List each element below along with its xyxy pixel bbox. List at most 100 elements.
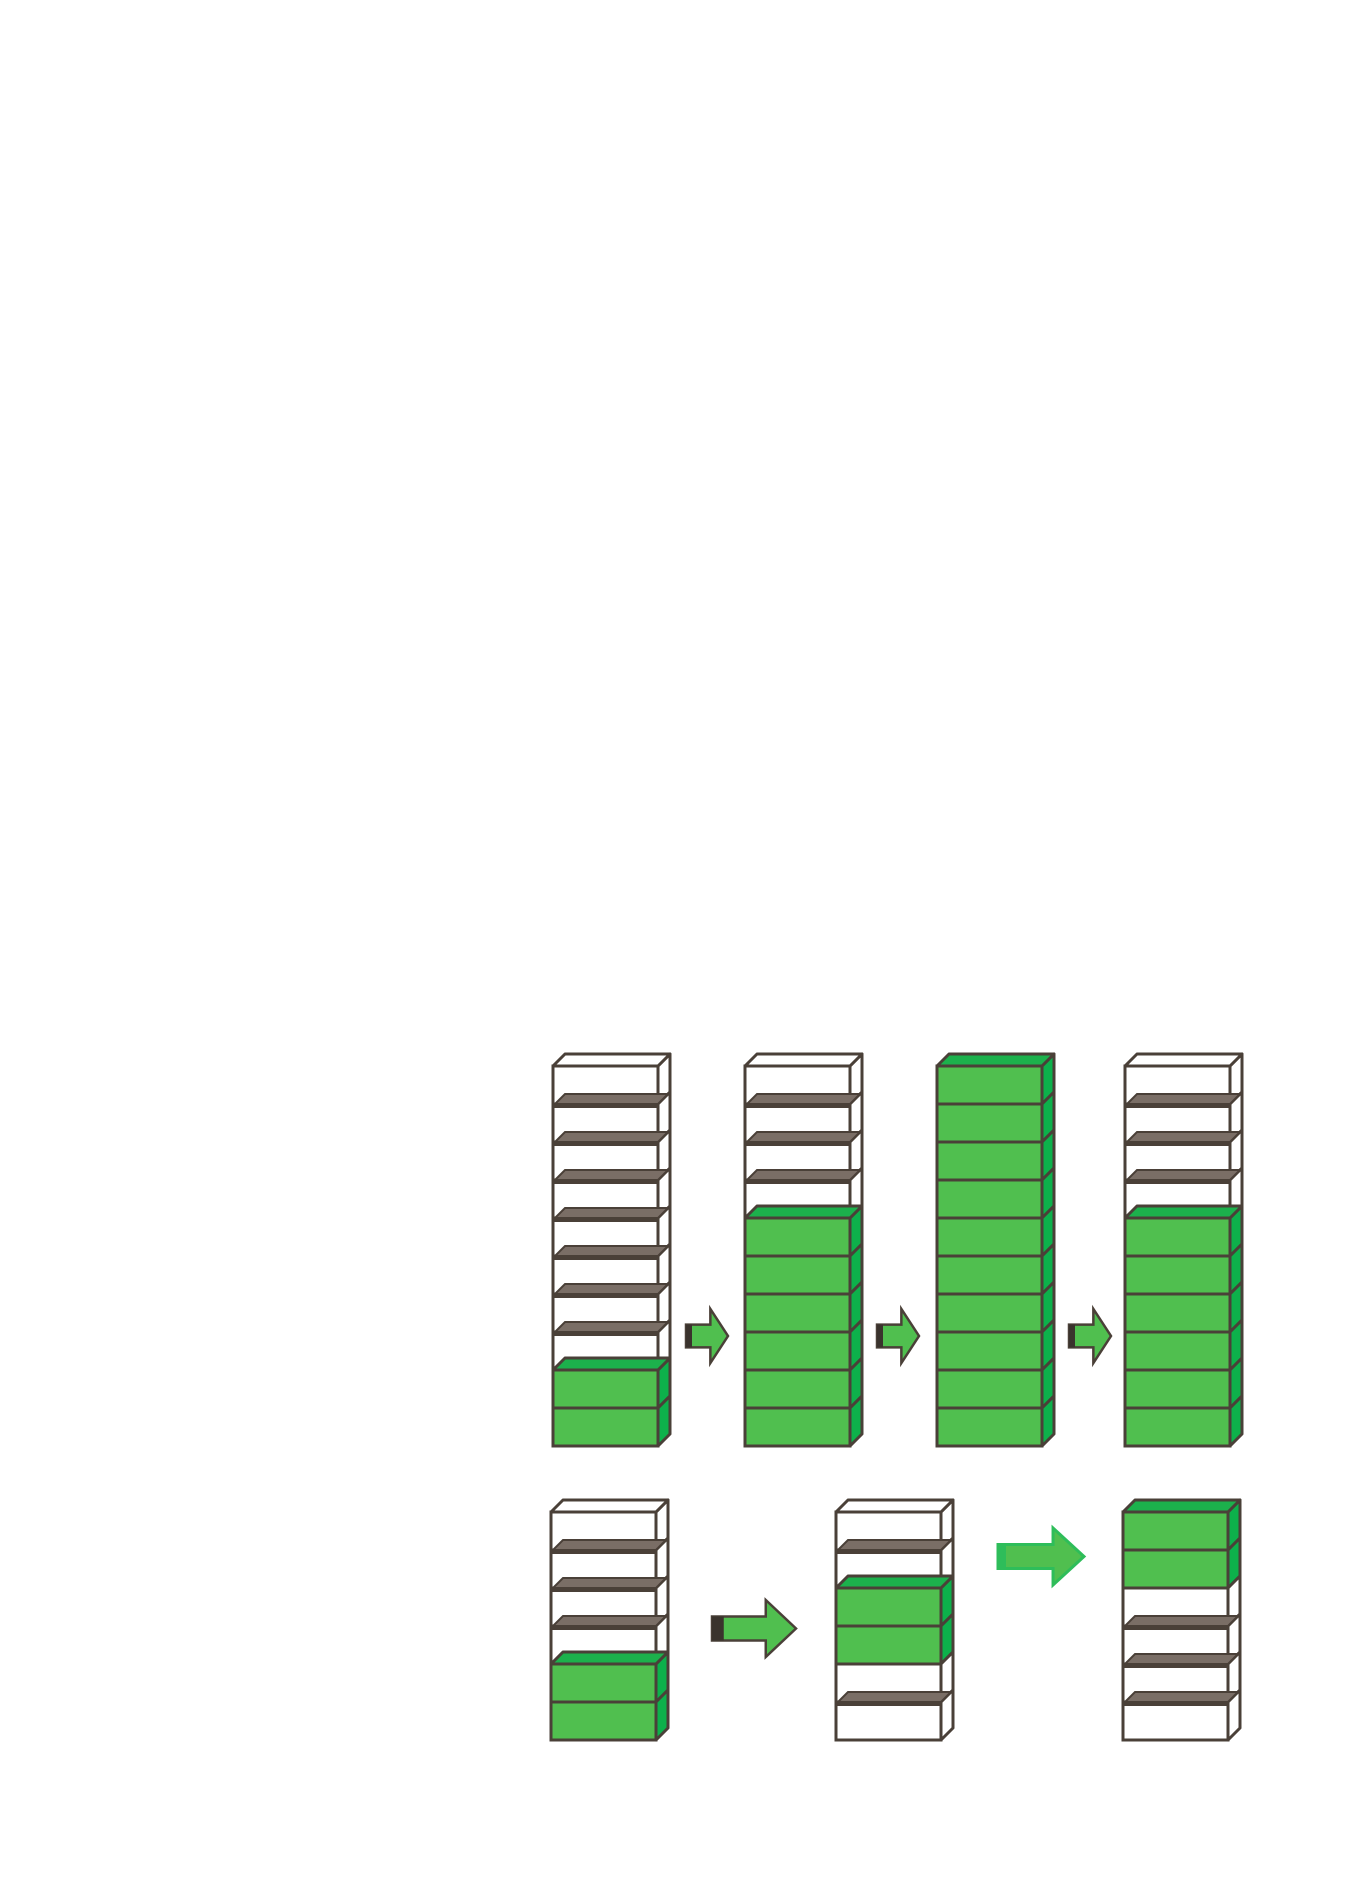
shelf (1124, 1093, 1243, 1105)
shelf-edge (746, 1179, 850, 1184)
top-row-stack-4 (1123, 1052, 1244, 1448)
shelf (744, 1169, 863, 1181)
bottom-row-arrow-right-icon-2 (996, 1524, 1087, 1589)
top-row-stack-3 (935, 1052, 1056, 1448)
arrow-body (710, 1597, 798, 1660)
filled-cell (935, 1368, 1044, 1410)
top-row-stack-2 (743, 1052, 864, 1448)
shelf-edge (1124, 1625, 1228, 1630)
stack-top-face (834, 1498, 955, 1514)
filled-cell (935, 1292, 1044, 1334)
shelf-edge (554, 1103, 658, 1108)
filled-cell (743, 1216, 852, 1258)
top-row-arrow-right-icon-1 (684, 1304, 730, 1368)
top-row-arrow-right-icon-2 (875, 1304, 921, 1368)
arrow-tail (686, 1324, 692, 1348)
filled-cell (551, 1368, 660, 1410)
fill-top-face (549, 1650, 670, 1666)
stack-top-face (935, 1052, 1056, 1068)
shelf (1124, 1131, 1243, 1143)
stack-top-face (743, 1052, 864, 1068)
shelf-edge (552, 1587, 656, 1592)
filled-cell (1121, 1548, 1230, 1590)
filled-cell (935, 1254, 1044, 1296)
filled-cell (1123, 1216, 1232, 1258)
shelf-edge (554, 1255, 658, 1260)
shelf-edge (1124, 1663, 1228, 1668)
shelf (552, 1131, 671, 1143)
filled-cell (834, 1586, 943, 1628)
top-row-arrow-right-icon-3 (1067, 1304, 1113, 1368)
shelf (1122, 1691, 1241, 1703)
shelf-edge (837, 1549, 941, 1554)
filled-cell (834, 1624, 943, 1666)
filled-cell (1121, 1510, 1230, 1552)
empty-cell (834, 1700, 943, 1742)
fill-top-face (1123, 1204, 1244, 1220)
fill-top-face (834, 1574, 955, 1590)
shelf (552, 1093, 671, 1105)
shelf (550, 1539, 669, 1551)
filled-cell (743, 1254, 852, 1296)
arrow-body (996, 1524, 1087, 1589)
filled-cell (935, 1102, 1044, 1144)
stack-top-face (1123, 1052, 1244, 1068)
bottom-row-stack-3 (1121, 1498, 1242, 1742)
shelf (744, 1093, 863, 1105)
filled-cell (1123, 1292, 1232, 1334)
filled-cell (935, 1178, 1044, 1220)
bottom-row-stack-2 (834, 1498, 955, 1742)
empty-cell (1121, 1700, 1230, 1742)
shelf-edge (1126, 1179, 1230, 1184)
arrow-tail (1069, 1324, 1075, 1348)
shelf (552, 1169, 671, 1181)
shelf (550, 1615, 669, 1627)
shelf (552, 1245, 671, 1257)
shelf-edge (746, 1103, 850, 1108)
bottom-row-stack-1 (549, 1498, 670, 1742)
shelf (552, 1283, 671, 1295)
shelf (1122, 1615, 1241, 1627)
fill-top-face (743, 1204, 864, 1220)
stack-top-face (1121, 1498, 1242, 1514)
filled-cell (935, 1064, 1044, 1106)
shelf (835, 1539, 954, 1551)
shelf-edge (554, 1179, 658, 1184)
shelf (552, 1321, 671, 1333)
bottom-row-arrow-right-icon-1 (710, 1597, 798, 1660)
filled-cell (743, 1406, 852, 1448)
filled-cell (549, 1662, 658, 1704)
shelf-edge (554, 1331, 658, 1336)
stack-top-face (549, 1498, 670, 1514)
fill-top-face (551, 1356, 672, 1372)
shelf-edge (552, 1625, 656, 1630)
arrow-tail (877, 1324, 883, 1348)
shelf-edge (552, 1549, 656, 1554)
shelf-edge (554, 1141, 658, 1146)
filled-cell (1123, 1330, 1232, 1372)
shelf-edge (1126, 1103, 1230, 1108)
filled-cell (935, 1330, 1044, 1372)
shelf (744, 1131, 863, 1143)
filled-cell (1123, 1368, 1232, 1410)
filled-cell (935, 1406, 1044, 1448)
shelf-edge (746, 1141, 850, 1146)
filled-cell (935, 1216, 1044, 1258)
shelf-edge (1124, 1701, 1228, 1706)
shelf-edge (554, 1293, 658, 1298)
top-row-stack-1 (551, 1052, 672, 1448)
filled-cell (1123, 1406, 1232, 1448)
arrow-tail (998, 1544, 1006, 1569)
filled-cell (935, 1140, 1044, 1182)
shelf-edge (554, 1217, 658, 1222)
filled-cell (743, 1292, 852, 1334)
shelf (1122, 1653, 1241, 1665)
stack-top-face (551, 1052, 672, 1068)
arrow-tail (712, 1616, 724, 1641)
shelf (550, 1577, 669, 1589)
arrow-body (875, 1304, 921, 1368)
filled-cell (743, 1368, 852, 1410)
filled-cell (551, 1406, 660, 1448)
filled-cell (1123, 1254, 1232, 1296)
